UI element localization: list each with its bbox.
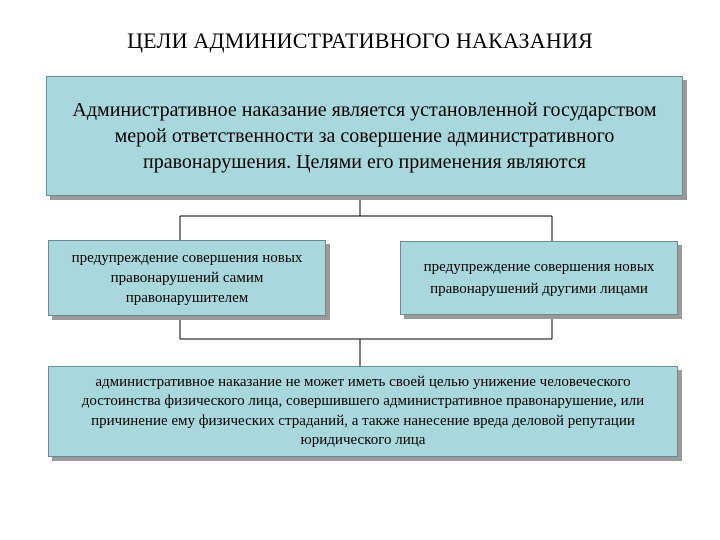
goal-text-special-prevention: предупреждение совершения новых правонар… (71, 249, 303, 307)
limitations-text: административное наказание не может имет… (81, 373, 645, 449)
goal-box-general-prevention: предупреждение совершения новых правонар… (400, 241, 678, 315)
goal-box-special-prevention: предупреждение совершения новых правонар… (48, 240, 326, 316)
goal-text-general-prevention: предупреждение совершения новых правонар… (423, 258, 655, 298)
main-definition-text: Административное наказание является уста… (72, 99, 657, 173)
main-definition-box: Административное наказание является уста… (46, 76, 683, 196)
limitations-box: административное наказание не может имет… (48, 366, 678, 457)
page-title: ЦЕЛИ АДМИНИСТРАТИВНОГО НАКАЗАНИЯ (127, 28, 593, 53)
